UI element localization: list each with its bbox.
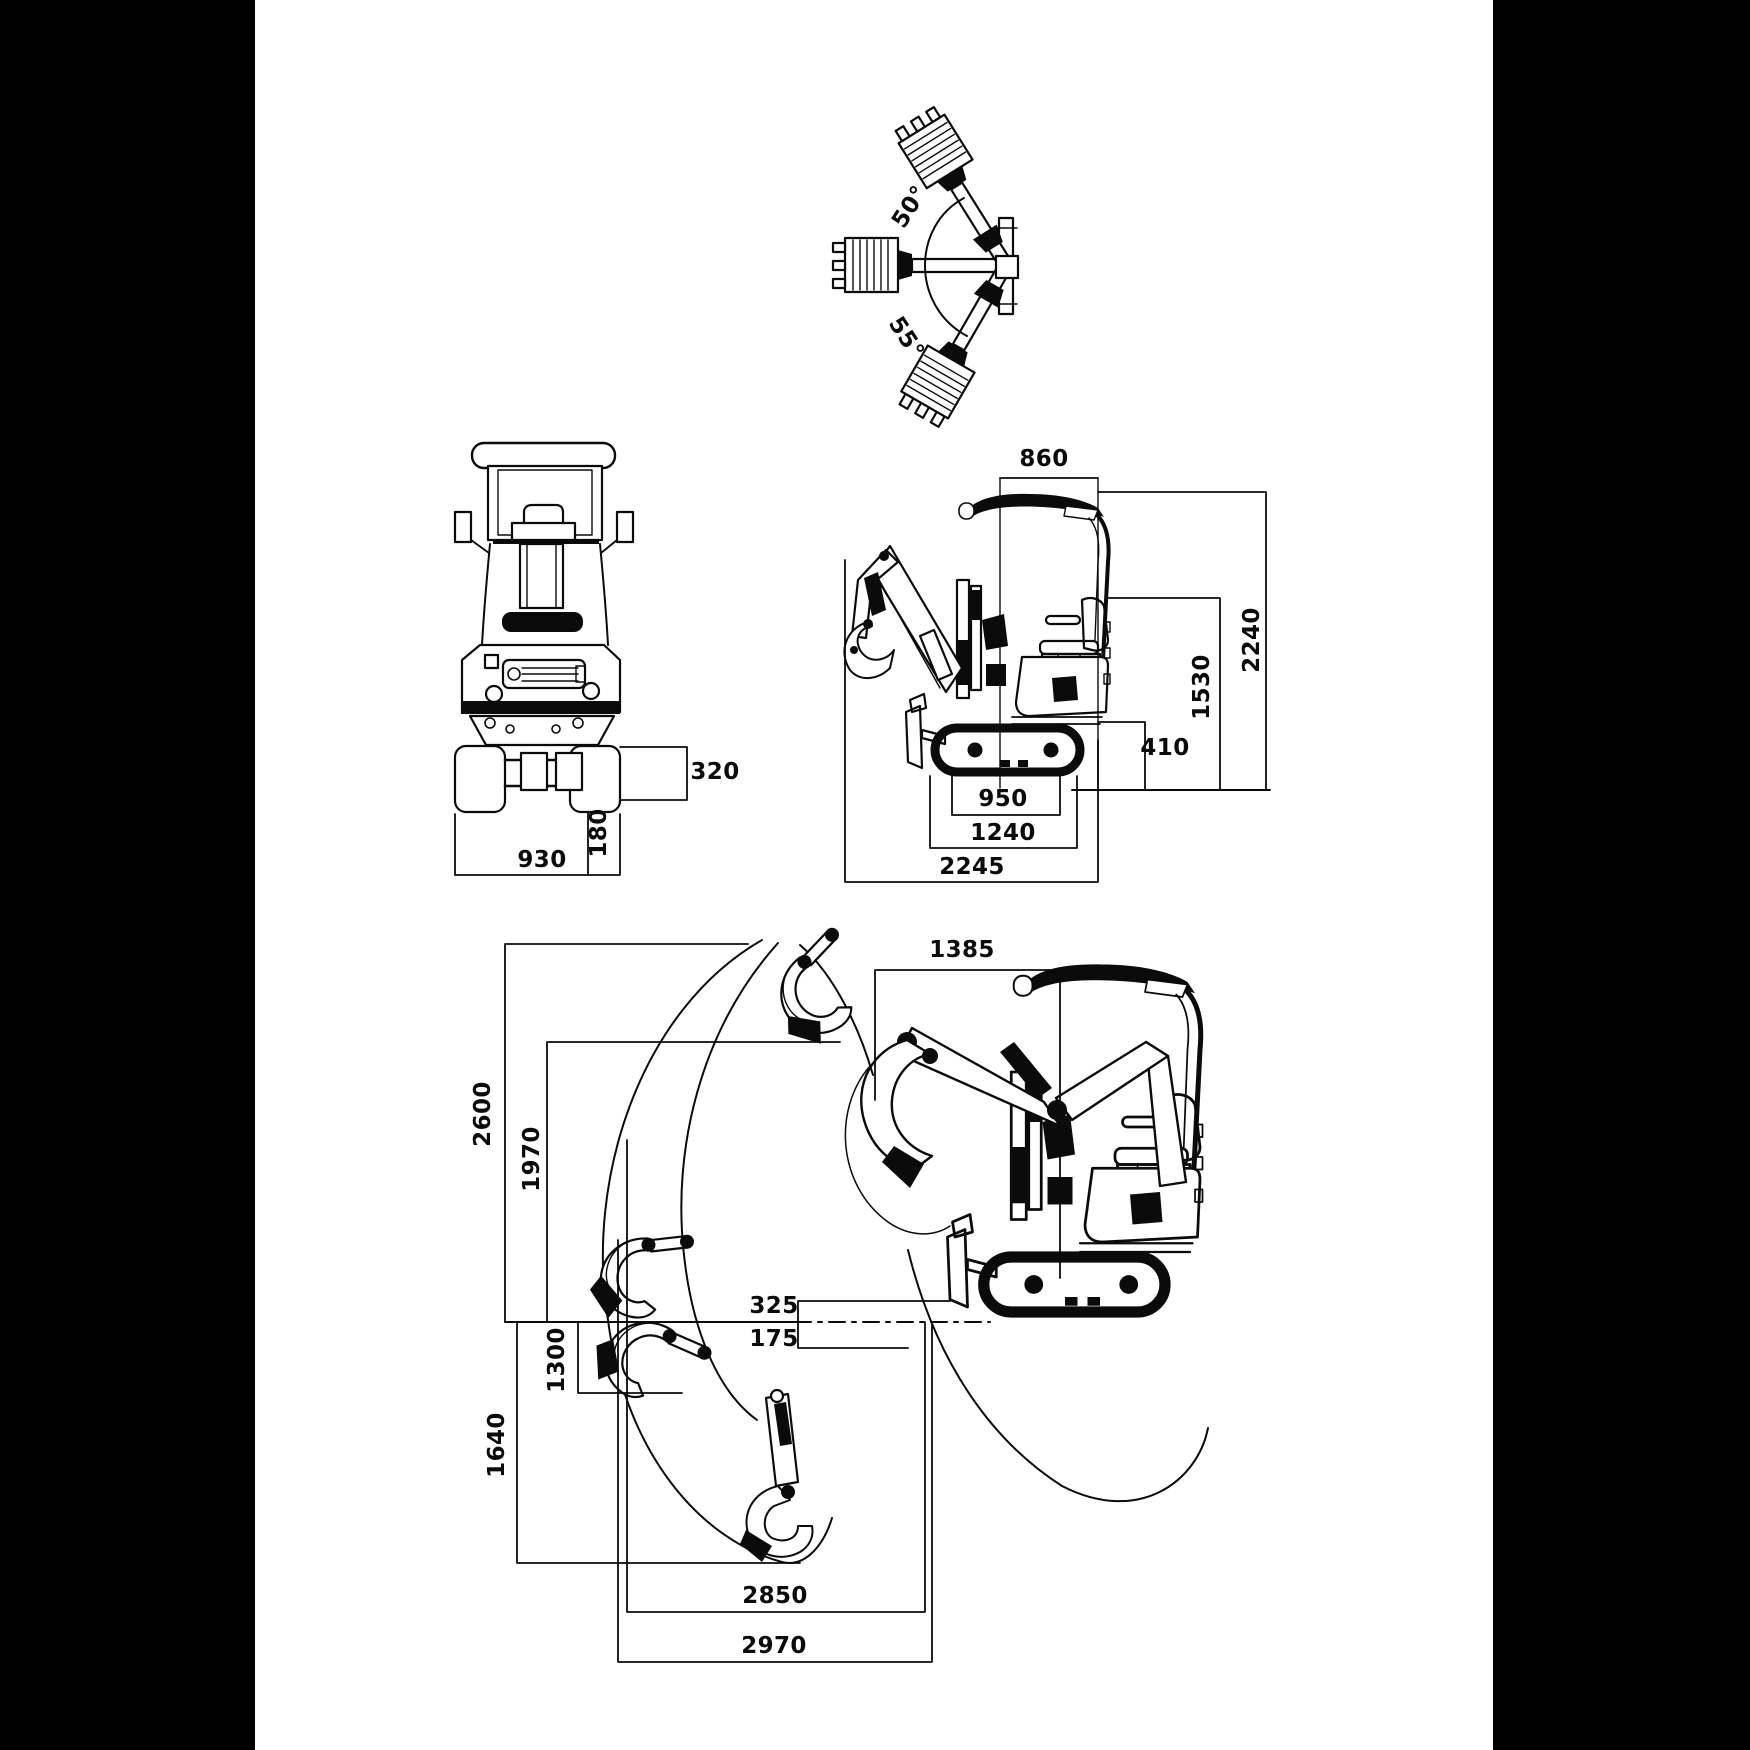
dim-overall-width-label: 930 bbox=[517, 847, 567, 873]
dim-max-dig-depth-label: 1640 bbox=[484, 1412, 510, 1478]
bucket-position-deep bbox=[740, 1388, 814, 1562]
dim-clearance-label: 320 bbox=[690, 759, 740, 785]
dim-blade-raise-label: 325 bbox=[749, 1293, 799, 1319]
top-view-drawing bbox=[831, 103, 1027, 430]
front-view-dimensions bbox=[454, 746, 688, 876]
dim-track-length-label: 1240 bbox=[970, 820, 1036, 846]
dim-dig-reach-ground-label: 2850 bbox=[742, 1583, 808, 1609]
dim-vertical-dig-depth-label: 1300 bbox=[544, 1327, 570, 1393]
dim-dump-height-label: 1970 bbox=[519, 1126, 545, 1192]
dim-overall-height-label: 2240 bbox=[1239, 607, 1265, 673]
dim-track-height-label: 410 bbox=[1140, 735, 1190, 761]
side-view-dimensions bbox=[844, 477, 1271, 883]
dim-front-swing-radius-label: 1385 bbox=[929, 937, 995, 963]
dim-overall-length-label: 2245 bbox=[939, 854, 1005, 880]
dim-cover-height-label: 1530 bbox=[1189, 654, 1215, 720]
working-range-drawing bbox=[579, 924, 1209, 1564]
dim-canopy-width-label: 860 bbox=[1019, 446, 1069, 472]
extended-boom bbox=[844, 1026, 1188, 1235]
working-range-dimensions bbox=[504, 943, 1061, 1663]
dim-max-dig-reach-label: 2970 bbox=[741, 1633, 807, 1659]
dim-wheelbase-label: 950 bbox=[978, 786, 1028, 812]
dim-track-shoe-label: 180 bbox=[586, 808, 612, 858]
side-view-drawing bbox=[843, 494, 1110, 772]
dim-max-dump-height-label: 2600 bbox=[470, 1081, 496, 1147]
dim-blade-drop-label: 175 bbox=[749, 1326, 799, 1352]
bucket-position-ground bbox=[583, 1216, 697, 1334]
front-view-drawing bbox=[453, 441, 635, 814]
bucket-position-top bbox=[752, 924, 882, 1057]
